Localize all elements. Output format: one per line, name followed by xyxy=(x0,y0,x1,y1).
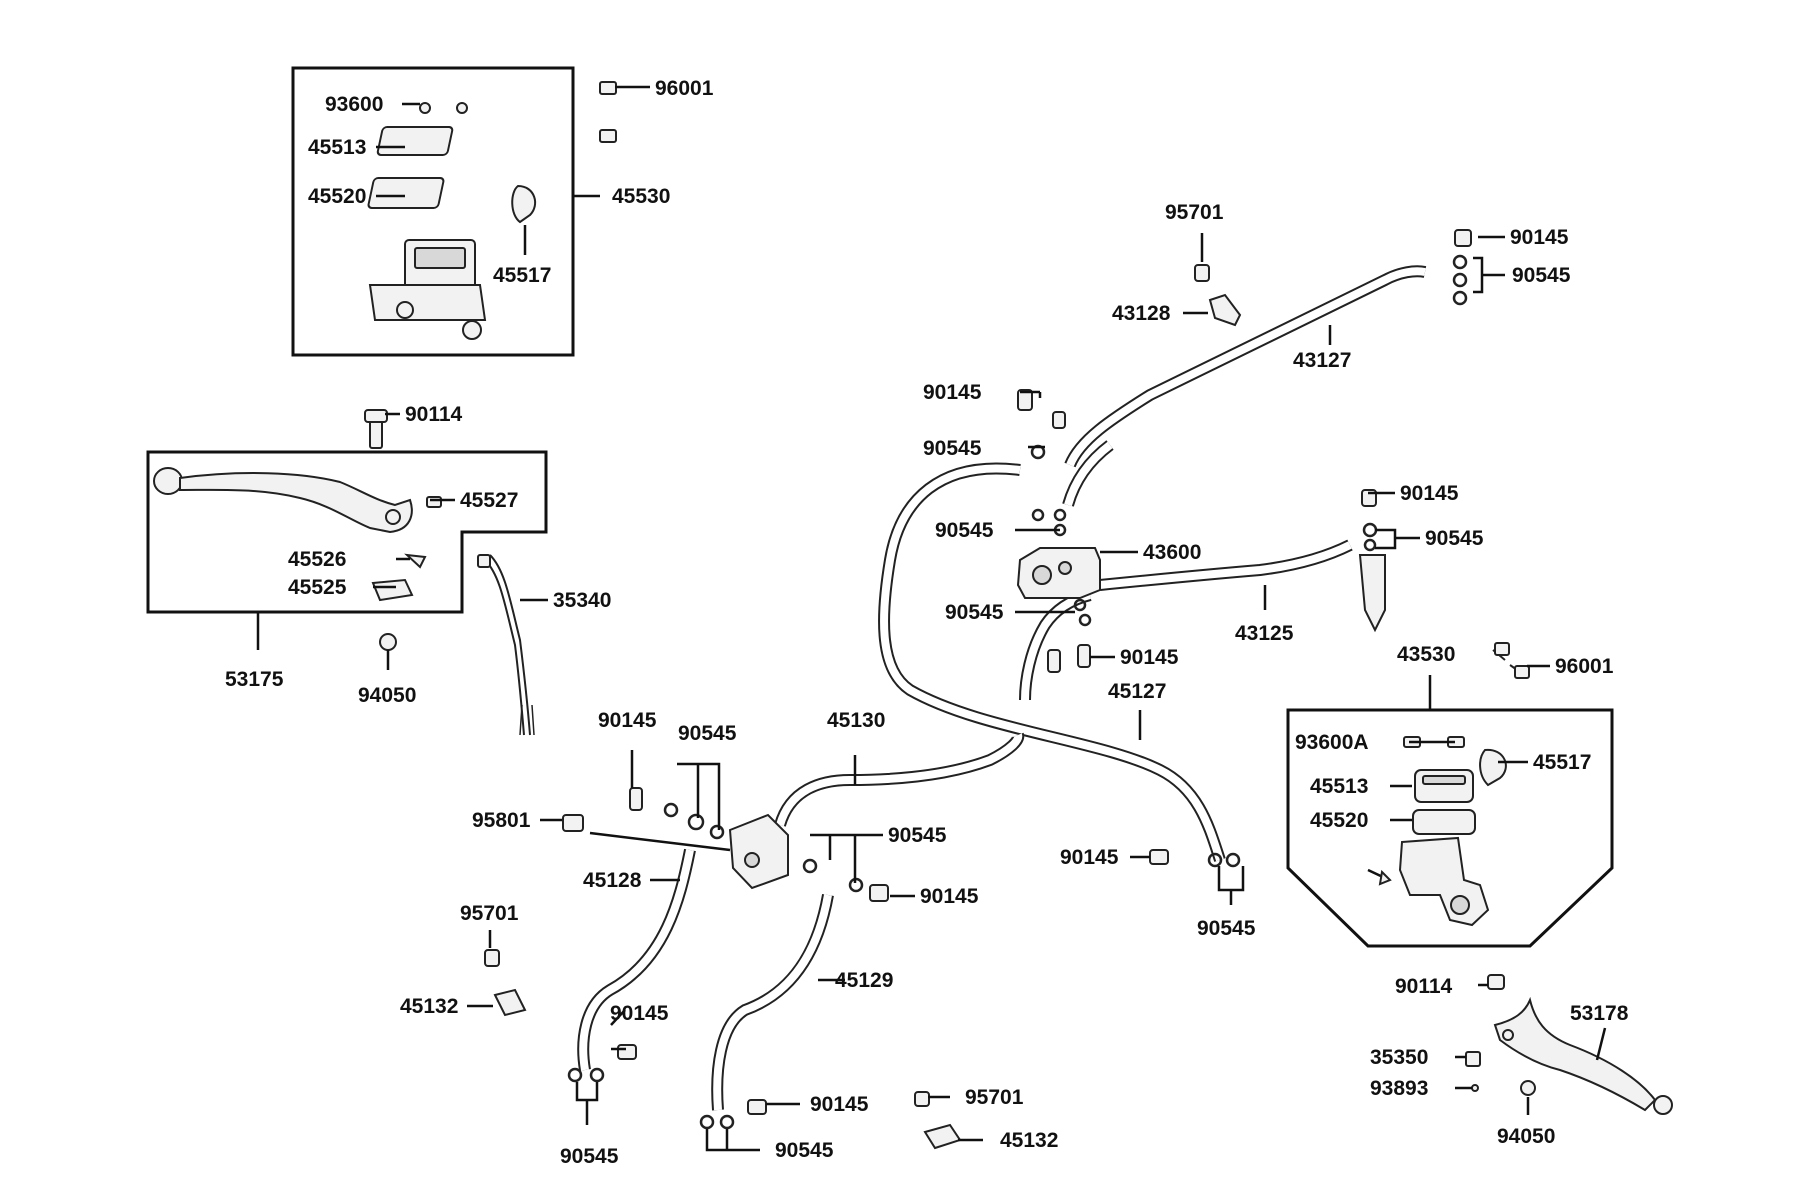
label-94050-left: 94050 xyxy=(358,684,416,707)
label-45520-right: 45520 xyxy=(1310,809,1368,832)
hose-clamp-45132-bottom xyxy=(923,1123,962,1150)
part-number-labels: 96001 93600 45513 45520 45530 45517 9570… xyxy=(225,77,1629,1168)
label-93600A: 93600A xyxy=(1295,731,1369,754)
hose-clamp-45132-left xyxy=(493,988,527,1017)
rear-clamp xyxy=(1479,748,1507,787)
label-45517-top: 45517 xyxy=(493,264,551,287)
hose-clamp-43128 xyxy=(1208,293,1242,327)
label-45132-left: 45132 xyxy=(400,995,458,1018)
label-90545-junction-top: 90545 xyxy=(678,722,737,745)
label-43127: 43127 xyxy=(1293,349,1351,372)
rear-lever-parts xyxy=(1465,974,1673,1115)
label-45129: 45129 xyxy=(835,969,893,992)
rear-master-cylinder-kit-frame xyxy=(1286,708,1614,948)
label-95701-bottom: 95701 xyxy=(965,1086,1024,1109)
label-95701-left: 95701 xyxy=(460,902,519,925)
rear-fitting-parts xyxy=(1358,229,1472,633)
label-96001-top: 96001 xyxy=(655,77,714,100)
label-43128: 43128 xyxy=(1112,302,1171,325)
label-90145-45128: 90145 xyxy=(610,1002,669,1025)
label-90545-45128: 90545 xyxy=(560,1145,619,1168)
label-90545-valve-mid: 90545 xyxy=(935,519,994,542)
label-43125: 43125 xyxy=(1235,622,1294,645)
label-90145-valve-low: 90145 xyxy=(1120,646,1179,669)
label-35350: 35350 xyxy=(1370,1046,1428,1069)
label-90145-switch: 90145 xyxy=(1400,482,1459,505)
label-90545-junction-right: 90545 xyxy=(888,824,947,847)
label-95801: 95801 xyxy=(472,809,531,832)
leader-lines xyxy=(256,85,1607,1152)
label-90545-45129: 90545 xyxy=(775,1139,834,1162)
rear-reservoir-cap xyxy=(1414,769,1474,803)
diaphragm xyxy=(367,177,445,209)
front-brake-lever xyxy=(179,472,413,534)
label-45527: 45527 xyxy=(460,489,518,512)
brake-light-switch xyxy=(1358,554,1386,633)
lever-kit-frame xyxy=(146,450,548,614)
label-45526: 45526 xyxy=(288,548,346,571)
reservoir-cap xyxy=(376,126,454,156)
metering-valve xyxy=(1016,547,1101,599)
label-96001-right: 96001 xyxy=(1555,655,1614,678)
label-90145-45129: 90145 xyxy=(810,1093,869,1116)
label-45525: 45525 xyxy=(288,576,347,599)
front-master-cylinder-kit-frame xyxy=(291,66,575,357)
label-43600: 43600 xyxy=(1143,541,1201,564)
label-45130: 45130 xyxy=(827,709,885,732)
label-90145-valve-top: 90145 xyxy=(923,381,982,404)
label-90114-top: 90114 xyxy=(405,403,463,426)
label-45127: 45127 xyxy=(1108,680,1166,703)
label-45132-bottom: 45132 xyxy=(1000,1129,1058,1152)
label-90545-45127: 90545 xyxy=(1197,917,1256,940)
label-35340: 35340 xyxy=(553,589,611,612)
junction-block xyxy=(728,813,789,890)
front-master-cylinder-parts xyxy=(367,81,617,340)
label-90545-topright: 90545 xyxy=(1512,264,1571,287)
label-93600: 93600 xyxy=(325,93,383,116)
rear-brake-lever xyxy=(1493,996,1657,1112)
label-43530: 43530 xyxy=(1397,643,1455,666)
label-90114-right: 90114 xyxy=(1395,975,1453,998)
label-90145-topright: 90145 xyxy=(1510,226,1569,249)
label-45530: 45530 xyxy=(612,185,670,208)
label-45517-right: 45517 xyxy=(1533,751,1591,774)
label-45513-right: 45513 xyxy=(1310,775,1368,798)
label-53178: 53178 xyxy=(1570,1002,1629,1025)
label-53175: 53175 xyxy=(225,668,284,691)
label-45520-top: 45520 xyxy=(308,185,366,208)
front-lever-parts xyxy=(153,409,535,736)
junction-block-parts xyxy=(484,787,1241,1150)
label-90545-valve-low: 90545 xyxy=(945,601,1004,624)
metering-valve-parts xyxy=(1016,264,1242,673)
rear-master-cylinder-parts xyxy=(1367,642,1530,927)
label-90145-45127: 90145 xyxy=(1060,846,1119,869)
label-90145-junction-right: 90145 xyxy=(920,885,979,908)
brake-hoses xyxy=(484,265,1427,1111)
lever-ball-end xyxy=(153,467,183,495)
rear-diaphragm xyxy=(1412,809,1476,835)
label-45513-top: 45513 xyxy=(308,136,366,159)
clamp xyxy=(511,184,537,224)
label-90545-valve-top: 90545 xyxy=(923,437,982,460)
label-94050-right: 94050 xyxy=(1497,1125,1555,1148)
label-95701-top: 95701 xyxy=(1165,201,1224,224)
label-90545-switch: 90545 xyxy=(1425,527,1484,550)
rear-master-cylinder-body xyxy=(1398,836,1490,927)
label-93893: 93893 xyxy=(1370,1077,1428,1100)
label-45128: 45128 xyxy=(583,869,642,892)
label-90145-junction-top: 90145 xyxy=(598,709,657,732)
